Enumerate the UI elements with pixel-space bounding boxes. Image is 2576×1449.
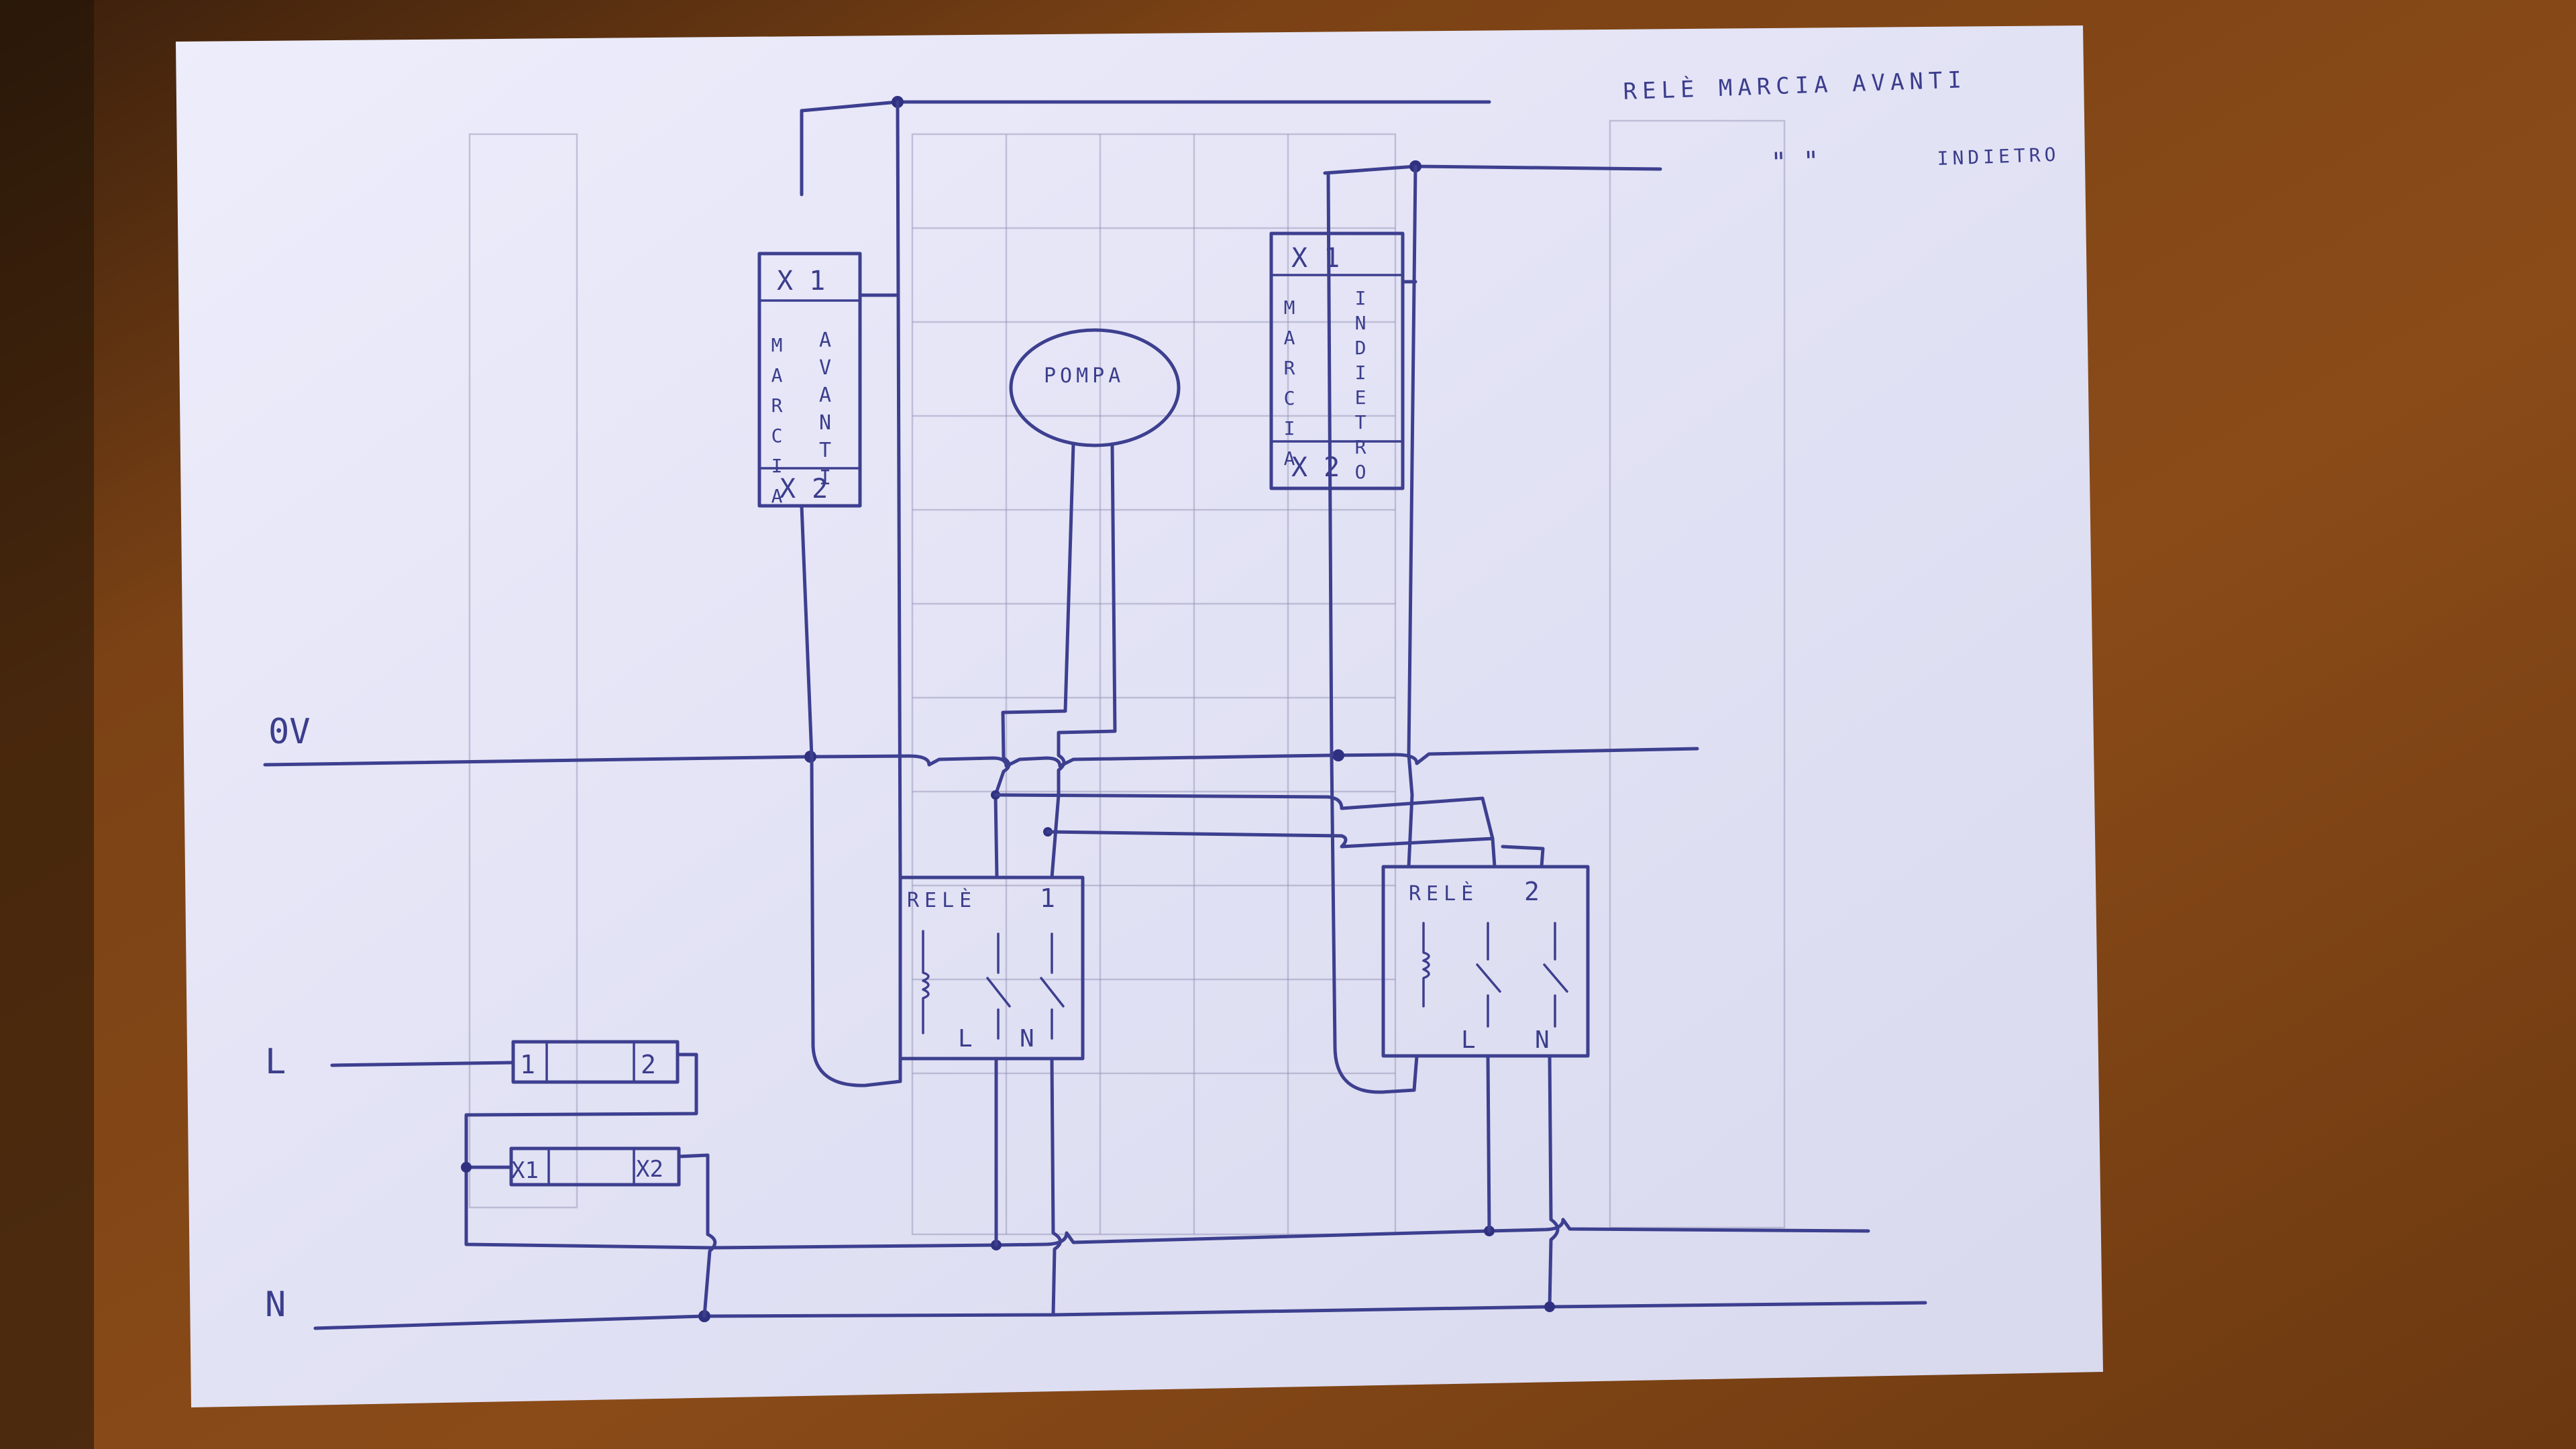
relay-1-contact-l: L xyxy=(958,1025,973,1053)
switch-reverse-label-right: INDIETRO xyxy=(1350,287,1372,486)
relay-1-number: 1 xyxy=(1040,883,1055,913)
switch-reverse xyxy=(1269,231,1405,490)
supply-fuse-term-1: 1 xyxy=(520,1050,535,1079)
rail-label-l: L xyxy=(265,1042,286,1082)
wiring xyxy=(800,100,1560,1317)
relay-2 xyxy=(1381,865,1590,1058)
rail-label-n: N xyxy=(265,1285,286,1325)
rail-label-0v: 0V xyxy=(268,712,311,752)
relay-2-contact-n: N xyxy=(1535,1026,1550,1054)
relay-1 xyxy=(898,875,1085,1061)
switch-forward-label-left: MARCIA xyxy=(766,334,788,515)
switch-forward-top-code: X 1 xyxy=(777,266,825,297)
paper-sheet xyxy=(176,25,2103,1407)
relay-1-title: RELÈ xyxy=(907,888,977,912)
relay-2-contact-l: L xyxy=(1461,1026,1476,1054)
switch-reverse-bottom-code: X 2 xyxy=(1291,452,1340,483)
switch-reverse-top-code: X 1 xyxy=(1291,243,1340,274)
relay-1-contact-n: N xyxy=(1020,1025,1034,1053)
supply-coil xyxy=(461,1146,717,1318)
supply-coil-term-2: X2 xyxy=(636,1156,663,1183)
switch-forward-bottom-code: X 2 xyxy=(780,474,828,504)
switch-forward xyxy=(757,252,862,508)
note-line-2-text: INDIETRO xyxy=(1937,144,2060,170)
switch-forward-label-right: AVANTI xyxy=(814,329,837,494)
note-line-2-marks: " " xyxy=(1770,146,1820,178)
switch-reverse-label-left: MARCIA xyxy=(1279,297,1301,478)
supply-fuse xyxy=(464,1040,713,1250)
table-shadow xyxy=(0,0,94,1449)
relay-2-title: RELÈ xyxy=(1409,881,1479,906)
relay-2-number: 2 xyxy=(1524,877,1540,906)
pump-label: POMPA xyxy=(1044,364,1124,388)
pump-motor xyxy=(1009,328,1181,447)
supply-fuse-term-2: 2 xyxy=(641,1050,656,1079)
supply-coil-term-1: X1 xyxy=(511,1157,539,1184)
show-through-grid xyxy=(468,119,1786,1236)
